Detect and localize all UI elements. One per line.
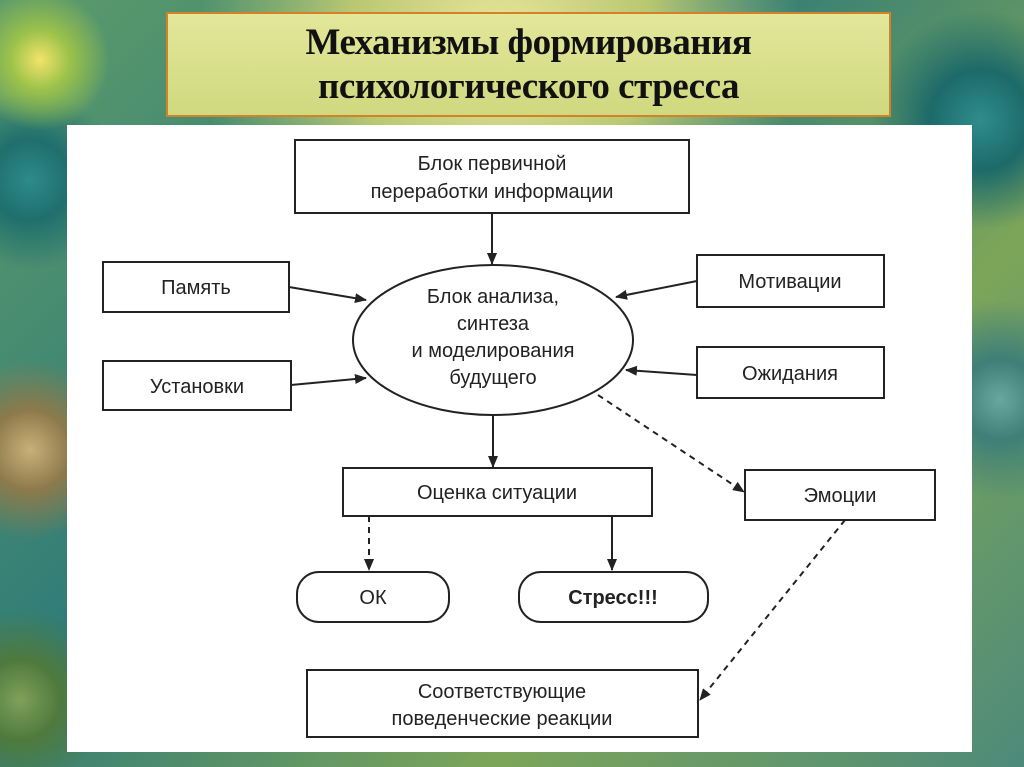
box-ok [296,571,450,623]
memory-label: Память [161,277,231,299]
box-expectations [696,346,885,399]
box-assessment [342,467,653,517]
box-attitudes [102,360,292,411]
reactions-line-1: Соответствующие [418,681,586,703]
expectations-label: Ожидания [742,363,838,385]
diagram-sheet [67,125,972,752]
emotions-label: Эмоции [804,485,877,507]
primary-line-1: Блок первичной [418,153,567,175]
arrow-expectations-to-analysis [625,365,698,376]
primary-line-2: переработки информации [371,181,614,203]
arrow-motivation-to-analysis [615,280,698,300]
attitudes-label: Установки [150,376,244,398]
box-reactions [306,669,699,738]
analysis-line-1: Блок анализа, [427,286,559,308]
box-stress [518,571,709,623]
title-line-2: психологического стресса [318,65,739,107]
analysis-line-2: синтеза [457,313,530,335]
arrow-attitudes-to-analysis [290,374,367,386]
title-line-1: Механизмы формирования [305,21,752,63]
analysis-line-3: и моделирования [412,340,575,362]
stress-label: Стресс!!! [568,587,658,609]
assessment-label: Оценка ситуации [417,482,577,504]
arrow-emotions-to-reactions [699,519,846,701]
slide-title: Механизмы формирования психологического … [166,12,891,117]
reactions-line-2: поведенческие реакции [392,708,613,730]
ellipse-analysis [352,264,634,416]
analysis-line-4: будущего [449,367,536,389]
ok-label: ОК [359,587,387,609]
arrow-memory-to-analysis [288,286,367,304]
box-emotions [744,469,936,521]
arrow-analysis-to-emotions [597,394,745,493]
motivation-label: Мотивации [738,271,841,293]
